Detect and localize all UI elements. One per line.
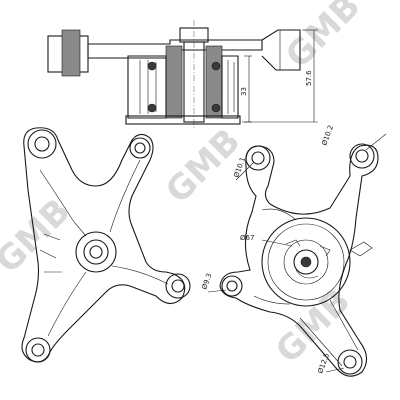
- pulley-center-ring: [293, 249, 319, 275]
- dim-hole-top-right: Ø10.2: [320, 124, 335, 147]
- arm-right-boss: [261, 29, 301, 71]
- bearing-ball-3: [211, 61, 221, 71]
- base-plate: [125, 115, 241, 125]
- arm-left-bushing: [61, 29, 81, 77]
- bracket-boss-top-right: [129, 137, 151, 159]
- leader-left: [207, 289, 227, 293]
- bracket-rib-1: [39, 169, 87, 237]
- bracket-rib-3: [111, 265, 169, 285]
- bracket-hole-center: [89, 245, 103, 259]
- watermark-text-top: GMB: [278, 0, 368, 76]
- tension-pointer: [349, 241, 373, 257]
- pulley-center-bolt: [300, 256, 312, 268]
- tensioner-hole-left: [226, 280, 238, 292]
- watermark-text-left: GMB: [0, 191, 78, 281]
- pulley-hub: [283, 239, 329, 285]
- bracket-hole-bottom: [31, 343, 45, 357]
- leader-pulley: [261, 239, 293, 247]
- bracket-boss-center: [75, 231, 117, 273]
- bearing-ball-1: [147, 61, 157, 71]
- bracket-boss-top-left: [27, 129, 57, 159]
- bracket-rib-2: [109, 159, 141, 233]
- dim-pulley-diameter: Ø67: [240, 234, 254, 242]
- bearing-ball-4: [211, 103, 221, 113]
- tensioner-boss-top-left: [245, 145, 271, 171]
- tensioner-rib-3: [299, 317, 343, 367]
- arm-bar: [87, 39, 263, 59]
- leader-bottom: [325, 367, 345, 373]
- bracket-ribs-small: [39, 233, 62, 273]
- leader-top-left: [235, 161, 255, 181]
- leader-top-right: [365, 133, 387, 151]
- pulley-right: [221, 55, 239, 119]
- watermark-text-middle: GMB: [158, 121, 248, 211]
- dim-hole-left: Ø9.3: [200, 272, 213, 290]
- tensioner-arm-outline: [219, 144, 379, 377]
- pulley-rim: [267, 223, 345, 301]
- bracket-boss-right: [165, 273, 191, 299]
- bracket-boss-bottom: [25, 337, 51, 363]
- adjuster-slot: [295, 269, 319, 279]
- bracket-hole-top-left: [34, 136, 50, 152]
- tensioner-boss-left: [221, 275, 243, 297]
- bracket-hole-top-right: [134, 142, 146, 154]
- pulley-left: [127, 55, 167, 119]
- section-view: 33 57.6: [47, 20, 318, 128]
- bracket-hole-right: [171, 279, 185, 293]
- bracket-rib-4: [47, 271, 87, 337]
- bearing-ball-2: [147, 103, 157, 113]
- bracket-view: [21, 127, 191, 363]
- tensioner-rib-4: [253, 295, 291, 305]
- tensioner-rib-2: [329, 299, 359, 351]
- bracket-ring-center: [83, 239, 109, 265]
- tensioner-hole-bottom: [343, 355, 357, 369]
- tensioner-boss-top-right: [349, 143, 375, 169]
- dim-height-pulley: 33: [240, 87, 248, 96]
- tensioner-boss-bottom: [337, 349, 363, 375]
- tensioner-rib-1: [261, 208, 297, 221]
- pulley-left-grooves: [139, 60, 157, 114]
- shaft: [183, 41, 205, 123]
- spring-indicator: [285, 239, 331, 257]
- dim-height-total: 57.6: [305, 70, 313, 86]
- tensioner-hole-top-right: [355, 149, 369, 163]
- pulley-right-grooves: [227, 60, 235, 114]
- tensioner-hole-top-left: [251, 151, 265, 165]
- pulley-outer: [261, 217, 351, 307]
- hub-left-section: [165, 45, 183, 119]
